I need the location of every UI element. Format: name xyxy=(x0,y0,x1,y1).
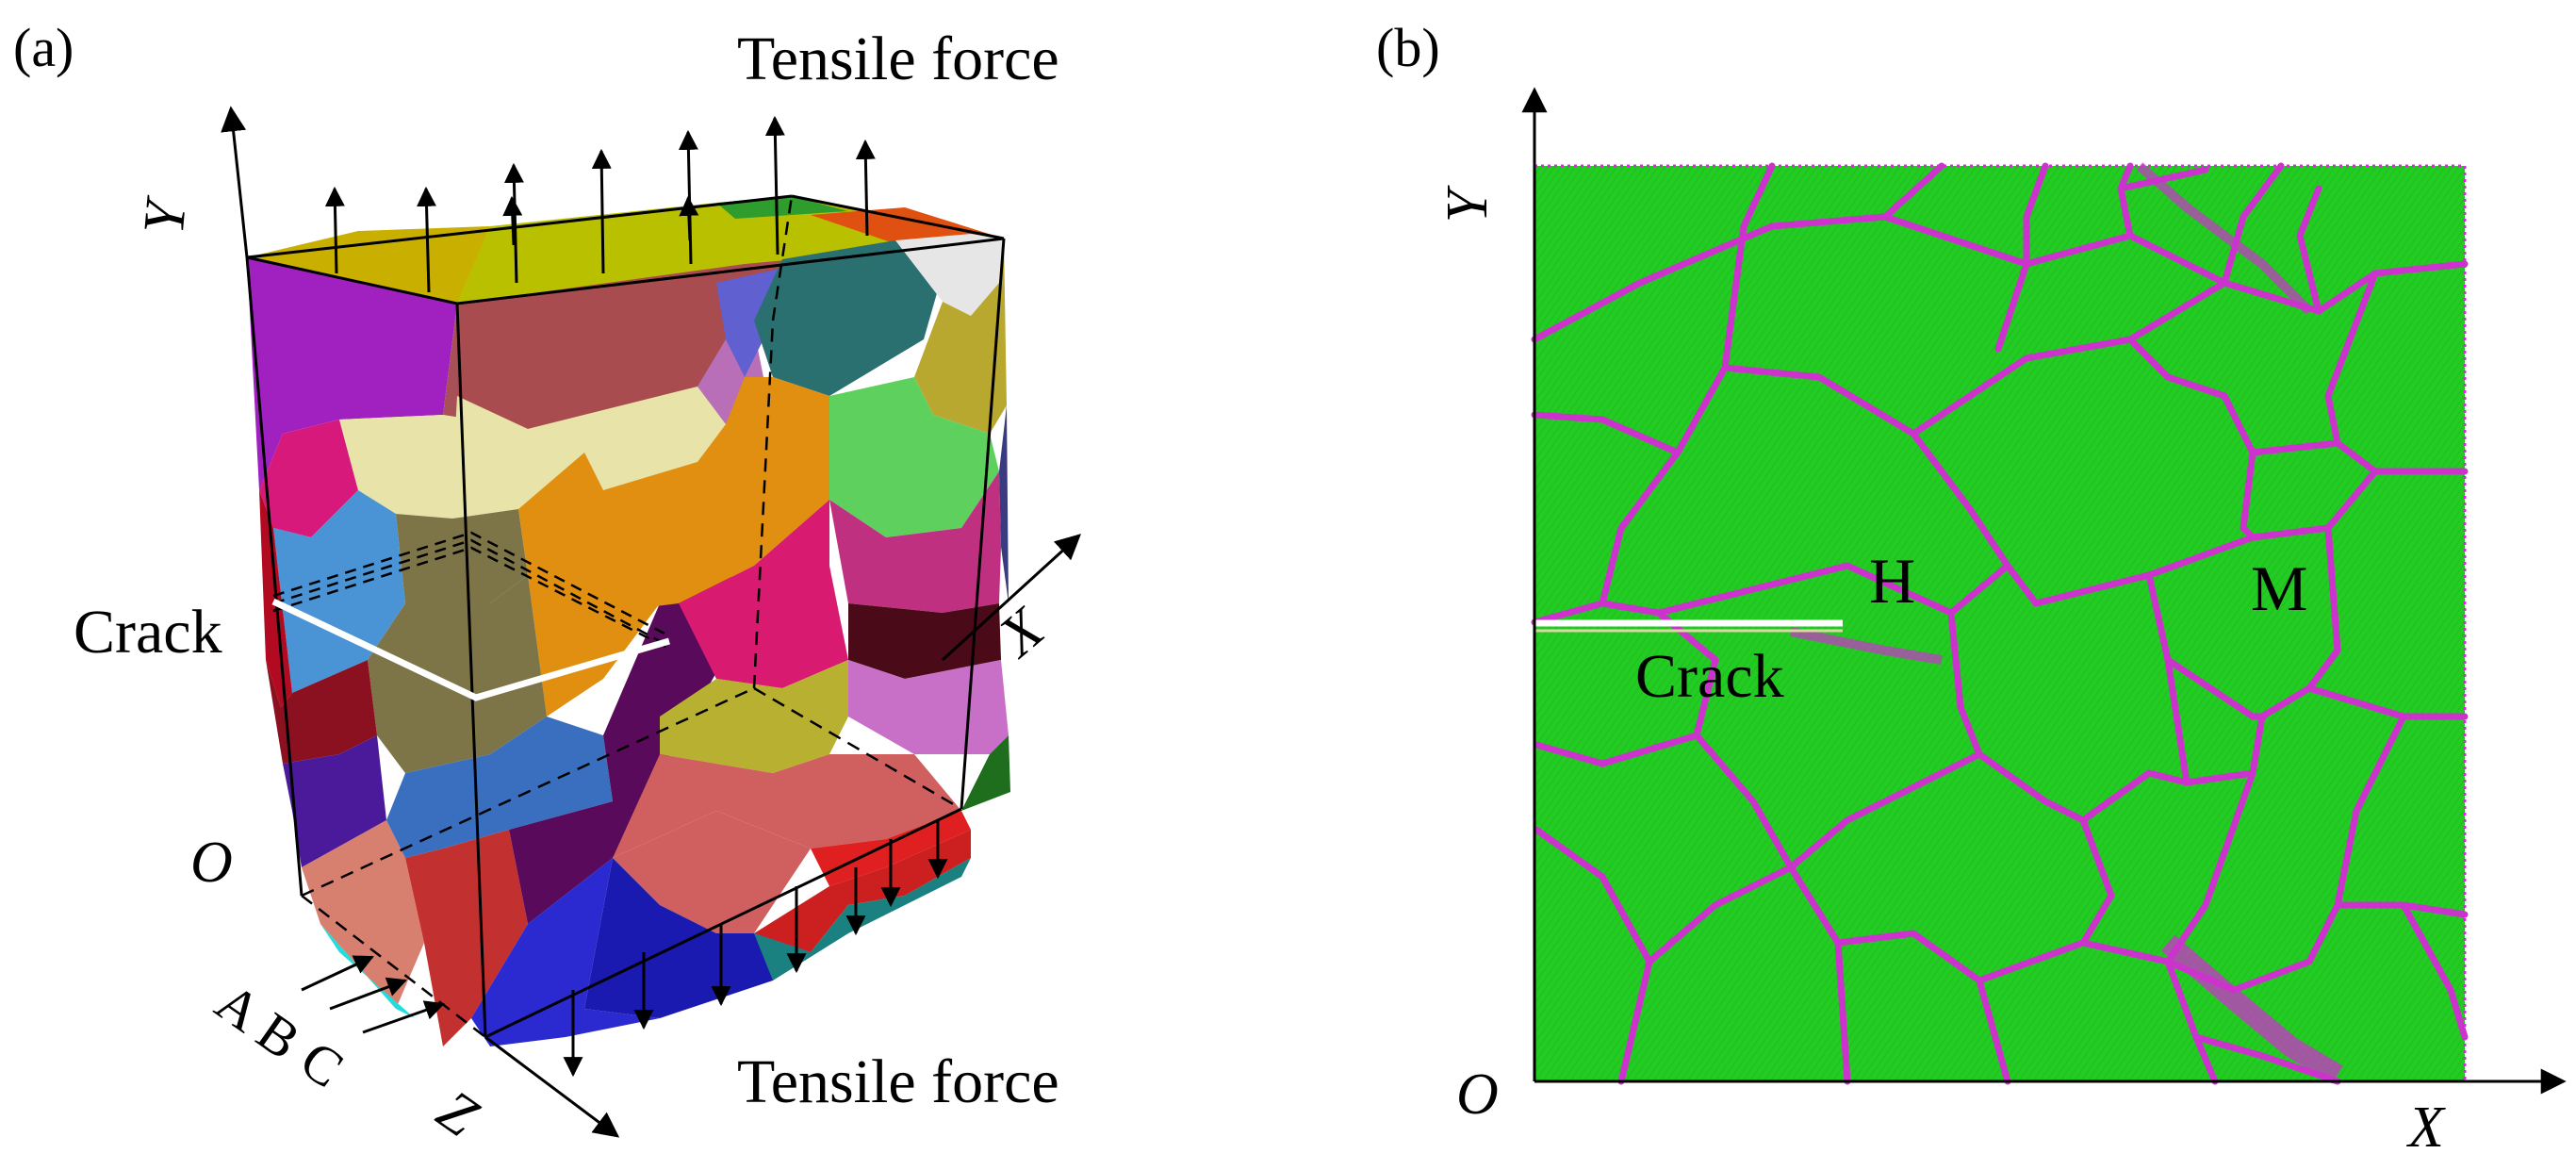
bottom-force-label: Tensile force xyxy=(737,1047,1059,1116)
panel-b-slice xyxy=(1531,162,2469,1085)
force-arrow xyxy=(764,115,785,255)
force-arrow xyxy=(502,195,523,246)
bottom-force-arrows xyxy=(563,820,948,1078)
probe-arrow-a xyxy=(301,955,374,992)
crack-plane xyxy=(271,531,670,701)
panel-b-tag: (b) xyxy=(1376,17,1440,78)
probe-arrow-b xyxy=(329,977,407,1011)
crack-label-a: Crack xyxy=(74,598,222,667)
force-arrow xyxy=(591,148,612,274)
panel-b-axes xyxy=(1521,87,2567,1095)
axis-x-arrow xyxy=(941,534,1081,662)
axis-y-label-b: Y xyxy=(1436,190,1501,223)
origin-label-a: O xyxy=(190,831,233,895)
force-arrow xyxy=(855,139,876,237)
axis-x-label-b: X xyxy=(2408,1096,2444,1160)
force-arrow xyxy=(417,186,437,293)
damage-band-lower xyxy=(2160,934,2343,1084)
crack-label-b: Crack xyxy=(1635,642,1784,711)
force-arrow xyxy=(503,162,524,284)
panel-a-box xyxy=(245,194,1010,1046)
damage-band-crack xyxy=(1790,627,1943,665)
axis-z-arrow xyxy=(484,1035,620,1138)
axis-y-label-a: Y xyxy=(131,198,199,238)
top-force-label: Tensile force xyxy=(737,25,1059,93)
force-arrow xyxy=(679,195,699,241)
box-right-face xyxy=(452,234,1010,1046)
damage-band-upper xyxy=(2136,162,2313,315)
panel-a-tag: (a) xyxy=(13,17,74,78)
box-edges xyxy=(245,194,1006,1039)
force-arrow xyxy=(324,186,345,274)
grain-label-h: H xyxy=(1869,545,1916,617)
grain-label-m: M xyxy=(2251,552,2308,624)
origin-label-b: O xyxy=(1456,1063,1499,1127)
probe-arrow-c xyxy=(362,1000,445,1034)
axis-y-arrow xyxy=(221,106,249,258)
panel-a-axes xyxy=(221,106,1081,1138)
top-force-arrows xyxy=(324,115,876,293)
probe-arrows xyxy=(301,955,445,1034)
box-hidden-edges xyxy=(301,195,962,1038)
grain-boundaries xyxy=(1531,162,2469,1085)
